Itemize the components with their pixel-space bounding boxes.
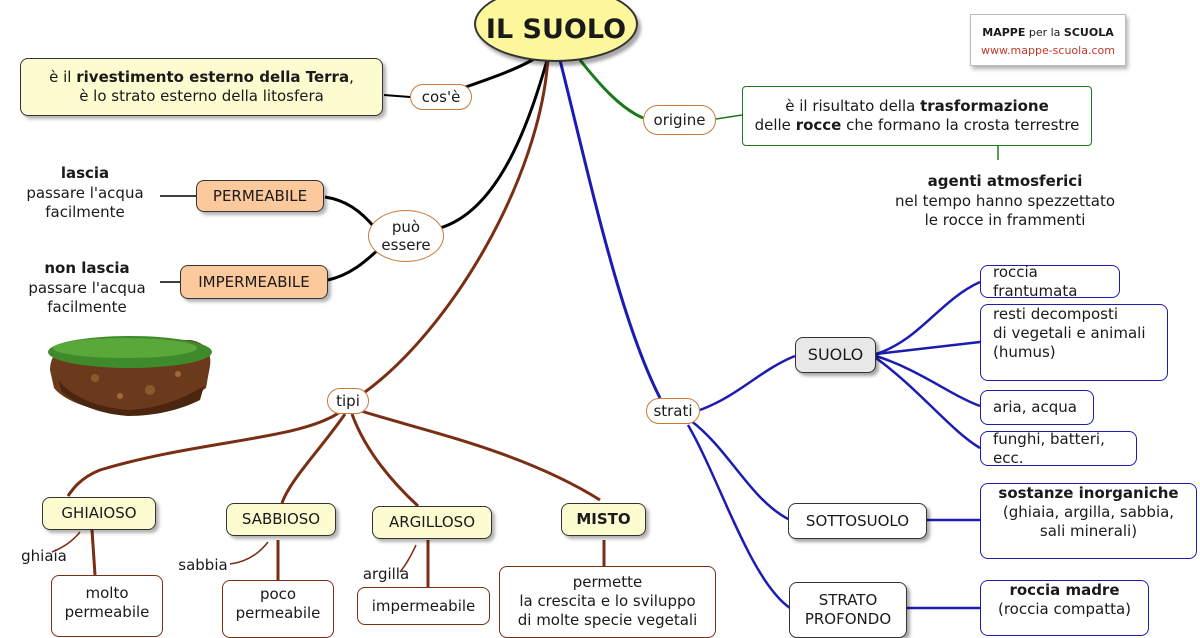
suolo-item-resti: resti decomposti di vegetali e animali (… — [980, 304, 1168, 381]
link-puo-impermeabile — [327, 246, 382, 282]
link-strati-suolo — [699, 354, 796, 412]
origin-box: è il risultato della trasformazione dell… — [742, 86, 1092, 146]
link-ghiaioso-desc — [90, 529, 97, 576]
link-label-tipi: tipi — [327, 388, 369, 414]
permeable-box: PERMEABILE — [196, 180, 324, 212]
type-sabbioso: SABBIOSO — [226, 503, 336, 536]
suolo-item-funghi: funghi, batteri, ecc. — [980, 430, 1137, 467]
argilloso-desc-box: impermeabile — [357, 587, 490, 625]
map-title: IL SUOLO — [474, 0, 638, 62]
misto-desc-box: permette la crescita e lo sviluppo di mo… — [499, 566, 716, 638]
link-label-cose: cos'è — [410, 84, 472, 110]
link-origine-box — [715, 114, 743, 120]
definition-line1: è il rivestimento esterno della Terra, — [49, 68, 354, 87]
sottosuolo-desc: sostanze inorganiche (ghiaia, argilla, s… — [980, 483, 1197, 559]
impermeable-box: IMPERMEABILE — [180, 265, 328, 299]
link-label-origine: origine — [643, 105, 716, 135]
link-suolo-item3 — [875, 354, 981, 408]
sabbioso-desc-box: poco permeabile — [222, 580, 334, 638]
layer-sottosuolo: SOTTOSUOLO — [788, 503, 927, 539]
ghiaioso-desc-box: molto permeabile — [51, 575, 163, 637]
link-tipi-misto — [357, 408, 601, 502]
material-ghiaia: ghiaia — [21, 547, 67, 565]
link-suolo-item1 — [875, 280, 981, 356]
suolo-item-roccia: roccia frantumata — [980, 263, 1120, 300]
type-misto: MISTO — [561, 503, 646, 536]
layer-suolo: SUOLO — [795, 337, 876, 373]
definition-line2: è lo strato esterno della litosfera — [79, 87, 324, 105]
link-title-puo — [439, 56, 550, 230]
soil-chunk-illustration — [48, 336, 212, 416]
link-suolo-item4 — [875, 356, 981, 450]
origin-line1: è il risultato della trasformazione — [785, 97, 1049, 116]
link-title-strati — [558, 59, 662, 399]
link-suolo-item2 — [875, 340, 981, 356]
permeable-desc: lascia passare l'acqua facilmente — [26, 164, 144, 221]
link-argilloso-material — [399, 544, 417, 573]
material-argilla: argilla — [362, 565, 410, 583]
profondo-desc: roccia madre (roccia compatta) — [980, 580, 1149, 636]
link-puo-permeabile — [324, 195, 377, 229]
origin-line2: delle rocce che formano la crosta terres… — [754, 116, 1080, 134]
logo-url[interactable]: www.mappe-scuola.com — [981, 43, 1115, 57]
type-ghiaioso: GHIAIOSO — [42, 497, 156, 530]
type-argilloso: ARGILLOSO — [372, 506, 492, 539]
material-sabbia: sabbia — [178, 556, 228, 574]
impermeable-desc: non lascia passare l'acqua facilmente — [28, 259, 146, 316]
agents-text: agenti atmosferici nel tempo hanno spezz… — [870, 172, 1140, 231]
link-sabbioso-material — [229, 541, 269, 565]
link-tipi-argilloso — [350, 413, 420, 508]
link-tipi-sabbioso — [280, 413, 347, 504]
logo-brand: MAPPE per la SCUOLA — [982, 26, 1114, 39]
link-label-strati: strati — [646, 398, 700, 424]
layer-strato-profondo: STRATO PROFONDO — [789, 582, 907, 638]
link-label-puo-essere: può essere — [368, 210, 444, 262]
link-strati-profondo — [686, 424, 791, 610]
link-ghiaioso-material — [51, 531, 81, 553]
agents-line3: le rocce in frammenti — [924, 211, 1086, 229]
agents-heading: agenti atmosferici — [927, 172, 1083, 190]
agents-line2: nel tempo hanno spezzettato — [894, 191, 1116, 210]
site-logo[interactable]: MAPPE per la SCUOLA www.mappe-scuola.com — [970, 14, 1126, 66]
link-title-origine — [578, 59, 644, 120]
link-tipi-ghiaioso — [66, 410, 341, 497]
link-cose-definition — [383, 94, 411, 98]
definition-box: è il rivestimento esterno della Terra, è… — [20, 58, 383, 116]
link-title-tipi — [364, 57, 550, 394]
suolo-item-aria: aria, acqua — [980, 390, 1094, 425]
link-strati-sottosuolo — [689, 419, 791, 522]
